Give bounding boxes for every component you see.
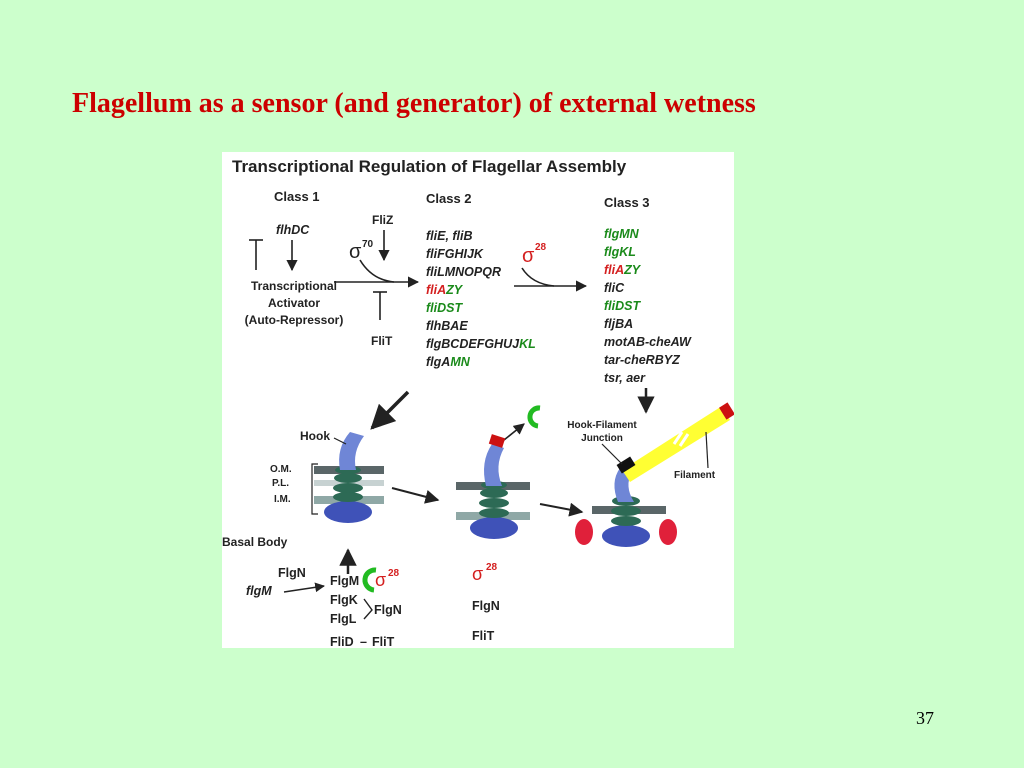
flgkl-bracket — [363, 598, 373, 620]
junction-label-line-1: Hook-Filament — [567, 420, 637, 431]
class2-gene-row: flgBCDEFGHUJKL — [426, 337, 536, 351]
stage1-to-stage2-arrow — [391, 487, 440, 504]
sigma28-mid-number: 28 — [486, 562, 498, 573]
flid-flit-dash: – — [360, 635, 367, 648]
flgm-protein-label: FlgM — [330, 574, 359, 588]
om-label: O.M. — [270, 464, 292, 475]
sigma70-number: 70 — [362, 239, 374, 250]
class2-gene-row: fliDST — [426, 301, 463, 315]
sigma28-curve — [521, 267, 555, 287]
page-number: 37 — [916, 708, 934, 728]
flit-bottom-label: FliT — [372, 635, 395, 648]
stage2-to-stage3-arrow — [539, 502, 584, 517]
filament-label: Filament — [674, 470, 716, 481]
flgm-bound-green-arc-icon — [362, 567, 377, 593]
flgn-top-label: FlgN — [278, 566, 306, 580]
hook-label: Hook — [300, 429, 330, 443]
hook-pointer — [333, 437, 347, 445]
sigma28-mid-symbol: σ — [472, 564, 483, 584]
sigma28-symbol: σ — [522, 245, 535, 267]
class3-gene-row: tsr, aer — [604, 371, 646, 385]
flgn-mid-label: FlgN — [472, 599, 500, 613]
class2-gene-row: fliAZY — [426, 283, 464, 297]
class3-gene-row: fliC — [604, 281, 625, 295]
class1-gene-flhdc: flhDC — [276, 223, 310, 237]
class3-gene-row: tar-cheRBYZ — [604, 353, 681, 367]
class2-heading: Class 2 — [426, 191, 472, 206]
sigma70-curve — [359, 259, 395, 283]
flit-mid-label: FliT — [472, 629, 495, 643]
junction-pointer — [601, 443, 623, 465]
flgk-label: FlgK — [330, 593, 358, 607]
activator-line-3: (Auto-Repressor) — [245, 313, 344, 327]
figure-title: Transcriptional Regulation of Flagellar … — [232, 157, 627, 176]
junction-label-line-2: Junction — [581, 433, 623, 444]
class3-heading: Class 3 — [604, 195, 650, 210]
secretion-arrow — [503, 423, 525, 441]
figure-canvas: Transcriptional Regulation of Flagellar … — [222, 157, 734, 648]
class2-gene-row: flgAMN — [426, 355, 471, 369]
class2-gene-row: flhBAE — [426, 319, 468, 333]
class2-to-hook-arrow — [370, 390, 410, 430]
im-label: I.M. — [274, 494, 291, 505]
class3-gene-row: fliAZY — [604, 263, 642, 277]
sigma28-bottom-symbol: σ — [375, 570, 386, 590]
sigma28-number: 28 — [535, 242, 547, 253]
flgm-gene-arrow — [283, 582, 325, 593]
flgm-gene-label: flgM — [246, 584, 272, 598]
sigma70-symbol: σ — [349, 241, 362, 263]
flid-label: FliD — [330, 635, 354, 648]
class3-gene-row: flgMN — [604, 227, 640, 241]
class3-gene-row: fliDST — [604, 299, 641, 313]
filament-pointer — [705, 431, 709, 469]
basal-bracket — [311, 463, 318, 515]
class2-gene-row: fliLMNOPQR — [426, 265, 501, 279]
flit-label: FliT — [371, 334, 393, 348]
sigma28-bottom-number: 28 — [388, 568, 400, 579]
class3-gene-list: flgMN flgKL fliAZY fliC fliDST fljBA mot… — [604, 227, 692, 385]
class3-gene-row: motAB-cheAW — [604, 335, 692, 349]
class2-gene-list: fliE, fliB fliFGHIJK fliLMNOPQR fliAZY f… — [426, 229, 536, 369]
class3-gene-row: flgKL — [604, 245, 636, 259]
flgm-green-arc-icon — [527, 405, 541, 429]
basal-body-stage-2 — [456, 434, 530, 539]
class3-gene-row: fljBA — [604, 317, 633, 331]
flgn-side-label: FlgN — [374, 603, 402, 617]
class2-gene-row: fliE, fliB — [426, 229, 473, 243]
class1-heading: Class 1 — [274, 189, 320, 204]
basal-body-stage-3 — [575, 402, 734, 547]
pl-label: P.L. — [272, 478, 289, 489]
fliz-label: FliZ — [372, 213, 393, 227]
basal-body-stage-1 — [314, 432, 384, 523]
basal-body-label: Basal Body — [222, 535, 288, 549]
flgl-label: FlgL — [330, 612, 357, 626]
activator-line-1: Transcriptional — [251, 279, 337, 293]
activator-line-2: Activator — [268, 296, 320, 310]
slide-title: Flagellum as a sensor (and generator) of… — [72, 88, 756, 119]
class2-gene-row: fliFGHIJK — [426, 247, 484, 261]
flagellar-regulation-figure: Transcriptional Regulation of Flagellar … — [222, 152, 734, 648]
